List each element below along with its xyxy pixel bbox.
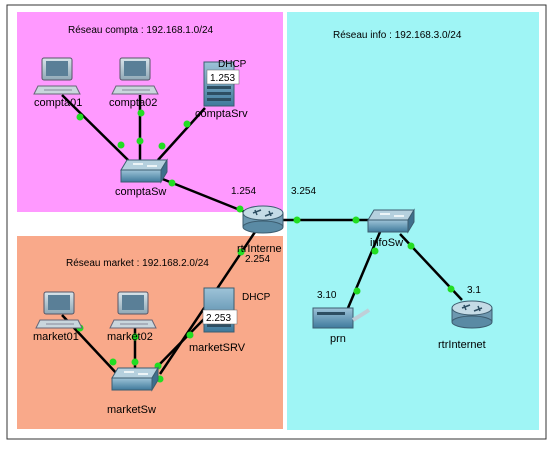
market01-label: market01: [33, 331, 79, 343]
comptaSrv-ip-box: [206, 69, 240, 85]
device-rtrInternet[interactable]: [451, 300, 493, 329]
marketSRV-ip-box: [202, 309, 238, 325]
marketSw-label: marketSw: [107, 404, 156, 416]
pc-icon: [111, 57, 159, 95]
comptaSw-label: comptaSw: [115, 186, 166, 198]
marketSRV-ip: 2.253: [206, 313, 231, 324]
device-infoSw[interactable]: [367, 208, 415, 234]
link-dot: [407, 242, 415, 250]
comptaSrv-tag: DHCP: [218, 59, 247, 70]
device-rtrInterne[interactable]: [242, 205, 284, 234]
link-dot: [447, 285, 455, 293]
link-dot: [353, 287, 361, 295]
zone-info-title: Réseau info : 192.168.3.0/24: [333, 30, 462, 41]
device-marketSw[interactable]: [111, 366, 159, 392]
switch-icon: [111, 366, 159, 392]
pc-icon: [33, 57, 81, 95]
link-dot: [137, 109, 145, 117]
device-market01[interactable]: [35, 291, 83, 329]
link-dot: [158, 142, 166, 150]
link-dot: [371, 247, 379, 255]
link-comptaSrv-comptaSw: [157, 107, 206, 161]
link-dot: [237, 248, 245, 256]
device-compta01[interactable]: [33, 57, 81, 95]
switch-icon: [367, 208, 415, 234]
rtr-market-ip: 2.254: [245, 254, 270, 265]
link-dot: [186, 331, 194, 339]
link-dot: [136, 137, 144, 145]
link-compta01-comptaSw: [61, 94, 129, 161]
link-dot: [236, 205, 244, 213]
link-infoSw-prn: [346, 231, 382, 309]
prn-label: prn: [330, 333, 346, 345]
marketSRV-label: marketSRV: [189, 342, 246, 354]
device-comptaSw[interactable]: [120, 158, 168, 184]
device-market02[interactable]: [109, 291, 157, 329]
rtrInternet-label: rtrInternet: [438, 339, 486, 351]
prn-ip: 3.10: [317, 290, 337, 301]
compta01-label: compta01: [34, 97, 82, 109]
marketSRV-tag: DHCP: [242, 292, 271, 303]
link-dot: [131, 333, 139, 341]
link-dot: [117, 141, 125, 149]
infoSw-label: infoSw: [370, 237, 403, 249]
link-dot: [76, 113, 84, 121]
pc-icon: [35, 291, 83, 329]
rtrInterne-label: rtrInterne: [237, 243, 282, 255]
link-dot: [183, 120, 191, 128]
device-compta02[interactable]: [111, 57, 159, 95]
zone-compta-title: Réseau compta : 192.168.1.0/24: [68, 25, 214, 36]
rtr-info-ip: 3.254: [291, 186, 316, 197]
compta02-label: compta02: [109, 97, 157, 109]
device-prn[interactable]: [312, 307, 371, 329]
link-dot: [352, 216, 360, 224]
comptaSrv-ip: 1.253: [210, 73, 235, 84]
market02-label: market02: [107, 331, 153, 343]
router-icon: [451, 300, 493, 329]
pc-icon: [109, 291, 157, 329]
switch-icon: [120, 158, 168, 184]
zone-market-area: [17, 236, 283, 429]
comptaSrv-label: comptaSrv: [195, 108, 248, 120]
link-dot: [131, 358, 139, 366]
rtrInternet-ip: 3.1: [467, 285, 481, 296]
rtr-compta-ip: 1.254: [231, 186, 256, 197]
link-dot: [293, 216, 301, 224]
link-dot: [168, 179, 176, 187]
router-icon: [242, 205, 284, 234]
link-dot: [109, 358, 117, 366]
zone-market: Réseau market : 192.168.2.0/24: [17, 236, 283, 429]
printer-icon: [312, 307, 371, 329]
zone-market-title: Réseau market : 192.168.2.0/24: [66, 258, 209, 269]
